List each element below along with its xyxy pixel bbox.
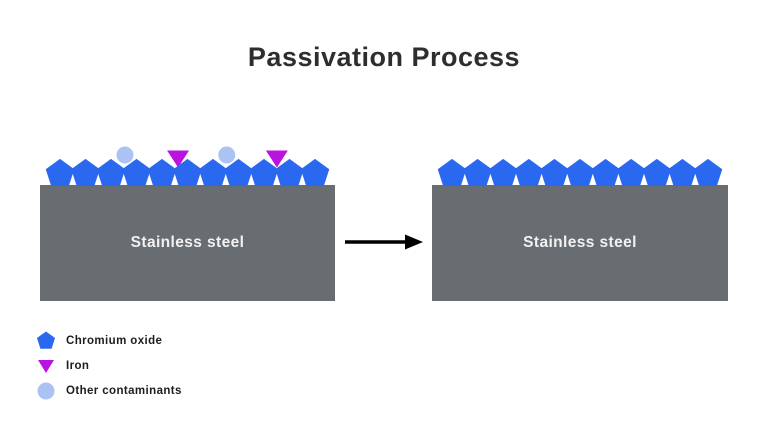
- legend-item-label: Chromium oxide: [66, 335, 163, 347]
- chromium-oxide-pentagon: [463, 158, 492, 186]
- page-title: Passivation Process: [247, 42, 521, 72]
- chromium-oxide-pentagon: [668, 158, 697, 186]
- chromium-oxide-pentagon: [198, 158, 228, 186]
- chromium-oxide-pentagon: [565, 158, 595, 186]
- iron-triangle-icon: [38, 360, 54, 373]
- chromium-oxide-pentagon: [514, 158, 544, 186]
- chromium-oxide-pentagon: [275, 158, 304, 186]
- chromium-oxide-pentagon: [71, 158, 100, 186]
- steel-block: [432, 185, 728, 301]
- chromium-oxide-pentagon: [693, 158, 723, 186]
- chromium-oxide-pentagon: [122, 158, 151, 186]
- steel-block: [40, 185, 335, 301]
- chromium-oxide-pentagon: [642, 158, 672, 186]
- legend-item-label: Iron: [66, 360, 90, 372]
- iron-triangle: [265, 150, 288, 168]
- chromium-oxide-pentagon: [96, 158, 126, 186]
- after-surface: [432, 158, 728, 301]
- chromium-oxide-pentagon: [540, 158, 569, 186]
- other-contaminant-circle: [116, 146, 134, 164]
- legend-item-iron: Iron: [36, 356, 182, 376]
- chromium-oxide-pentagon: [488, 158, 518, 186]
- chromium-oxide-pentagon: [147, 158, 177, 186]
- chromium-oxide-pentagon: [173, 158, 202, 186]
- chromium-oxide-pentagon: [591, 158, 620, 186]
- process-arrow-icon: [345, 234, 423, 250]
- other-contaminants-circle-icon: [37, 382, 55, 400]
- legend-item-chromium-oxide: Chromium oxide: [36, 331, 182, 351]
- chromium-oxide-pentagon: [249, 158, 279, 186]
- before-surface: [40, 146, 335, 301]
- chromium-oxide-pentagon: [224, 158, 253, 186]
- legend-item-other-contaminants: Other contaminants: [36, 381, 182, 401]
- chromium-oxide-pentagon-icon: [36, 331, 56, 349]
- legend: Chromium oxide Iron Other contaminants: [36, 331, 182, 401]
- chromium-oxide-pentagon: [300, 158, 330, 186]
- iron-triangle: [167, 150, 190, 168]
- chromium-oxide-pentagon: [616, 158, 646, 186]
- legend-item-label: Other contaminants: [66, 385, 182, 397]
- other-contaminant-circle: [218, 146, 236, 164]
- chromium-oxide-pentagon: [437, 158, 467, 186]
- chromium-oxide-pentagon: [45, 158, 75, 186]
